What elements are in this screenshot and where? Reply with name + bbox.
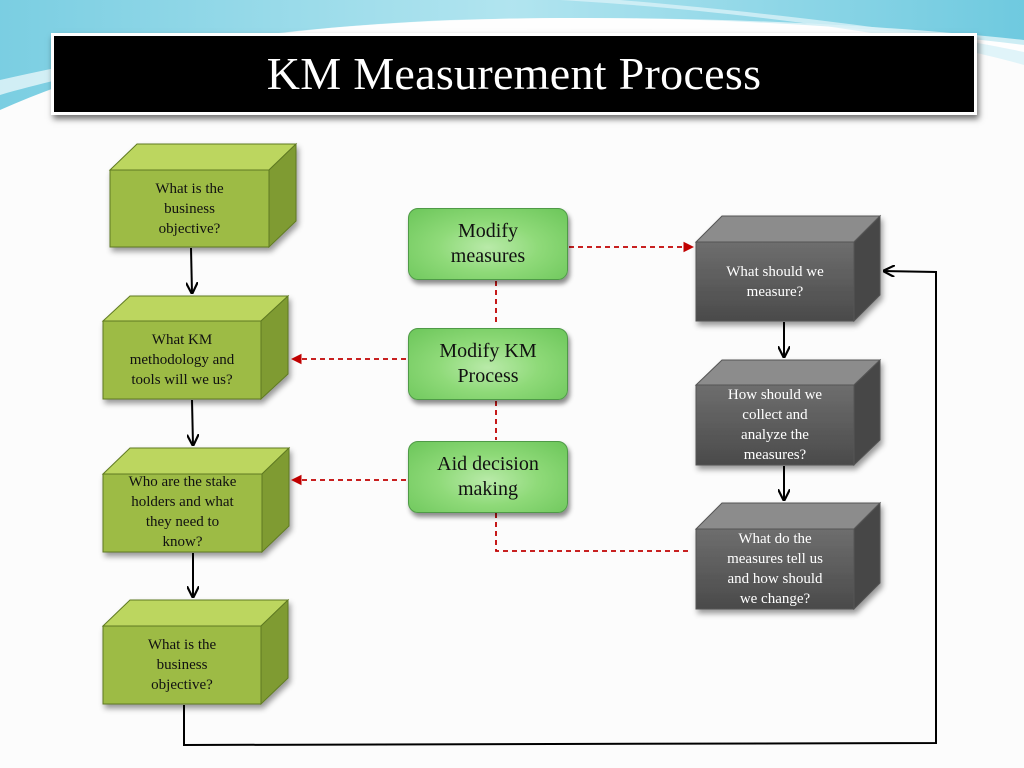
arrow-left-1-to-2 <box>191 247 192 293</box>
left-box-2 <box>101 294 290 401</box>
right-box-1-text: What should we measure? <box>726 263 824 300</box>
aid-decision-making-box: Aid decision making <box>408 441 568 513</box>
left-box-1 <box>108 142 298 249</box>
left-box-3-text: Who are the stake holders and what they … <box>128 474 237 550</box>
arrow-left-2-to-3 <box>192 399 193 445</box>
feedback-loop-arrow <box>183 271 937 747</box>
left-box-4-text: What is the business objective? <box>147 637 217 693</box>
right-box-2-text: How should we collect and analyze the me… <box>727 387 823 463</box>
left-box-3 <box>101 446 291 554</box>
left-box-1-text: What is the business objective? <box>155 180 224 237</box>
dashed-link-bottom-to-right-box-3 <box>495 513 690 552</box>
modify-km-process-box: Modify KM Process <box>408 328 568 400</box>
slide-title: KM Measurement Process <box>266 48 762 99</box>
left-box-4 <box>101 598 290 706</box>
modify-measures-box: Modify measures <box>408 208 568 280</box>
title-bar: KM Measurement Process <box>51 33 977 115</box>
right-box-1 <box>694 214 882 323</box>
left-box-2-text: What KM methodology and tools will we us… <box>129 332 235 388</box>
right-box-3 <box>694 501 882 611</box>
right-box-3-text: What do the measures tell us and how sho… <box>727 531 823 607</box>
right-box-2 <box>694 358 882 467</box>
